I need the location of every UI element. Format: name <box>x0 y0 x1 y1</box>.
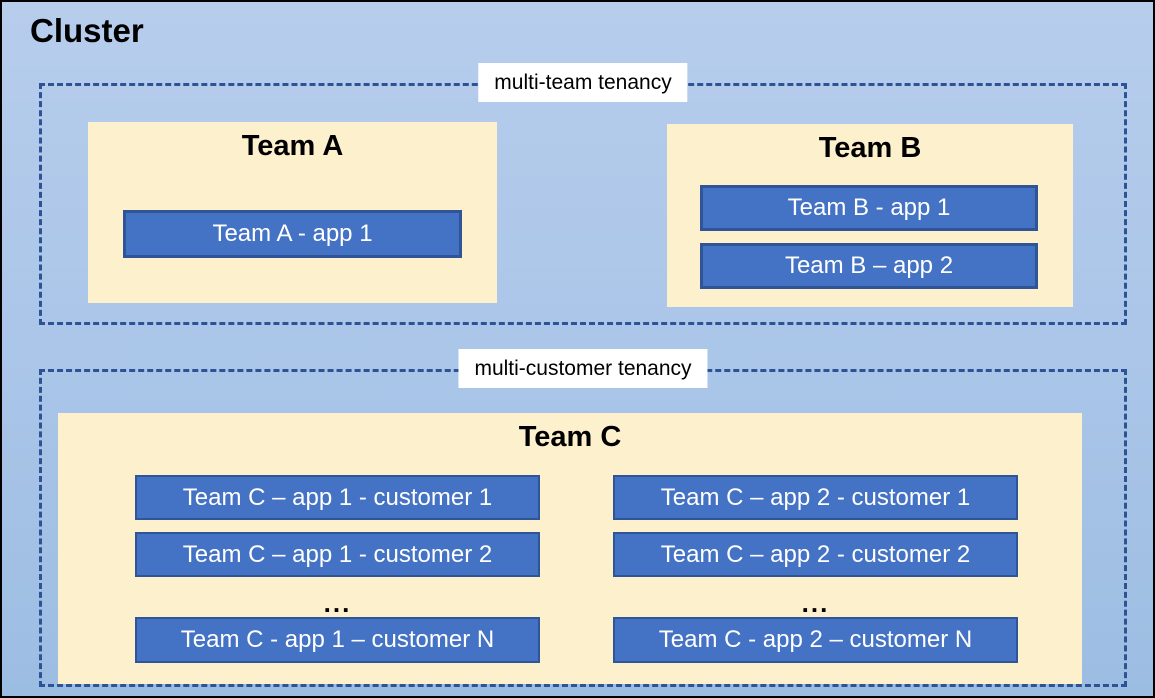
team-a-title: Team A <box>241 130 344 162</box>
team-b-box: Team B Team B - app 1 Team B – app 2 <box>667 124 1073 307</box>
multi-customer-tenancy-boundary: multi-customer tenancy Team C Team C – a… <box>39 349 1127 687</box>
team-a-app-1-box: Team A - app 1 <box>123 210 462 258</box>
team-c-app1-column: Team C – app 1 - customer 1 Team C – app… <box>135 475 540 663</box>
team-c-app2-customer2-box: Team C – app 2 - customer 2 <box>613 532 1018 577</box>
team-c-title: Team C <box>518 421 622 453</box>
team-c-app2-customerN-box: Team C - app 2 – customer N <box>613 617 1018 663</box>
team-c-app1-customerN-box: Team C - app 1 – customer N <box>135 617 540 663</box>
team-c-app1-customer1-box: Team C – app 1 - customer 1 <box>135 475 540 520</box>
team-b-app-1-box: Team B - app 1 <box>700 185 1038 231</box>
team-b-title: Team B <box>818 132 922 164</box>
multi-team-tenancy-boundary: multi-team tenancy Team A Team A - app 1… <box>39 63 1127 325</box>
team-c-app2-column: Team C – app 2 - customer 1 Team C – app… <box>613 475 1018 663</box>
team-a-box: Team A Team A - app 1 <box>88 122 497 303</box>
team-c-app1-customer2-box: Team C – app 1 - customer 2 <box>135 532 540 577</box>
team-c-app2-ellipsis: ... <box>801 587 830 618</box>
multi-team-tenancy-label: multi-team tenancy <box>478 63 688 103</box>
team-c-box: Team C Team C – app 1 - customer 1 Team … <box>58 413 1082 684</box>
multi-customer-tenancy-label: multi-customer tenancy <box>458 349 708 389</box>
team-b-app-2-box: Team B – app 2 <box>700 243 1038 289</box>
team-c-app2-customer1-box: Team C – app 2 - customer 1 <box>613 475 1018 520</box>
cluster-title: Cluster <box>30 12 144 49</box>
team-c-app1-ellipsis: ... <box>323 587 352 618</box>
